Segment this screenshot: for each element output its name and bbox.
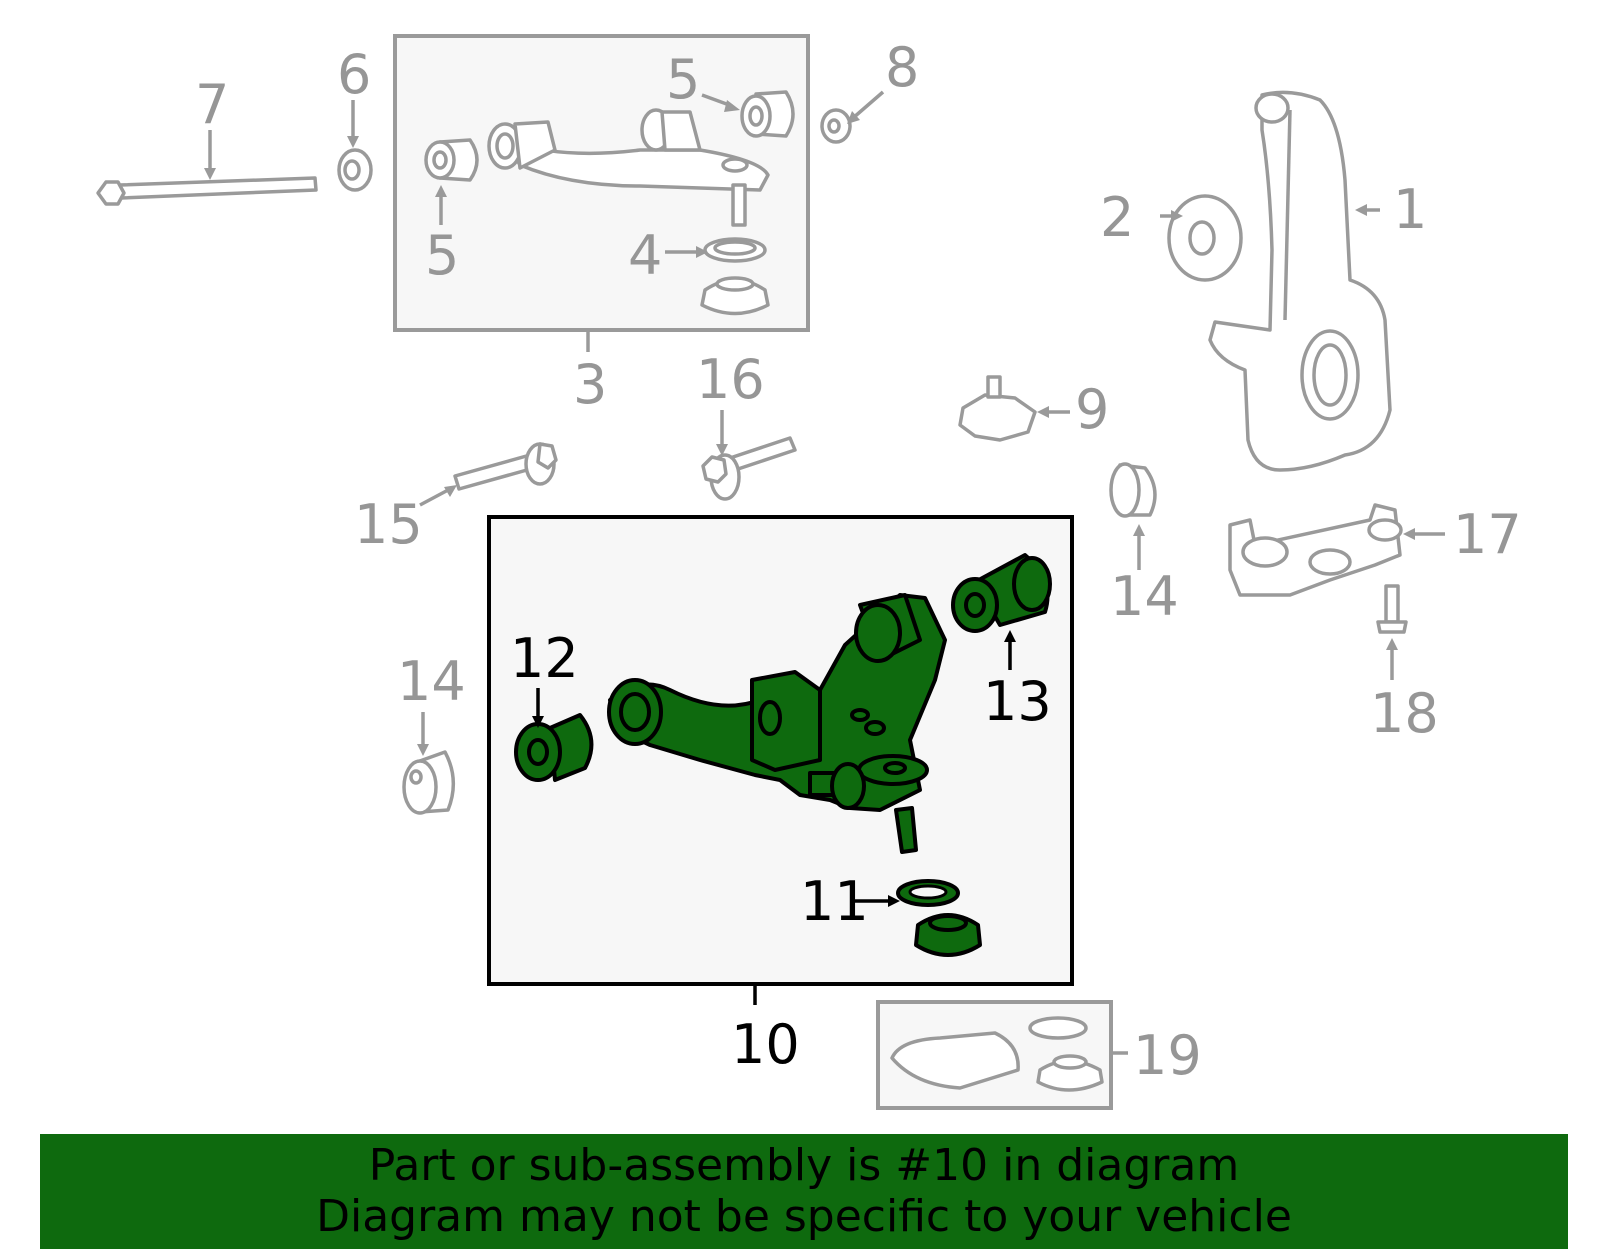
label-3: 3 — [573, 353, 607, 416]
bolt-7 — [96, 130, 318, 206]
label-11: 11 — [800, 870, 869, 933]
label-7: 7 — [195, 73, 229, 136]
label-16: 16 — [696, 348, 765, 411]
label-19: 19 — [1133, 1024, 1202, 1087]
label-2: 2 — [1100, 186, 1134, 249]
label-12: 12 — [510, 627, 579, 690]
banner-line-1: Part or sub-assembly is #10 in diagram — [368, 1140, 1240, 1191]
label-5-upper: 5 — [666, 48, 700, 111]
lower-control-arm-group — [487, 515, 1074, 1005]
nut-8 — [820, 90, 885, 144]
bolt-16 — [701, 410, 797, 501]
label-14-right: 14 — [1110, 565, 1179, 628]
banner-line-2: Diagram may not be specific to your vehi… — [316, 1191, 1292, 1242]
label-8: 8 — [885, 36, 919, 99]
label-4: 4 — [628, 224, 662, 287]
washer-6 — [337, 100, 373, 192]
label-10: 10 — [731, 1013, 800, 1076]
label-14-left: 14 — [397, 650, 466, 713]
bracket-17 — [1228, 503, 1445, 597]
label-13: 13 — [983, 670, 1052, 733]
upper-control-arm-group — [393, 34, 810, 352]
label-18: 18 — [1370, 682, 1439, 745]
label-17: 17 — [1453, 503, 1522, 566]
shield-2 — [1160, 194, 1243, 282]
upper-control-arm-part — [503, 138, 770, 192]
label-9: 9 — [1075, 378, 1109, 441]
ball-joint-9 — [958, 375, 1070, 442]
info-banner: Part or sub-assembly is #10 in diagram D… — [40, 1134, 1568, 1249]
cam-14-right — [1109, 462, 1157, 570]
label-6: 6 — [337, 43, 371, 106]
bushing-12-part[interactable] — [548, 713, 594, 782]
label-1: 1 — [1393, 178, 1427, 241]
bolt-15 — [419, 442, 558, 507]
bolt-18 — [1376, 584, 1408, 680]
cam-14-left — [402, 712, 455, 815]
label-5-lower: 5 — [425, 224, 459, 287]
kit-19-group — [876, 1000, 1128, 1110]
steering-knuckle-1 — [1208, 90, 1392, 472]
label-15: 15 — [354, 493, 423, 556]
